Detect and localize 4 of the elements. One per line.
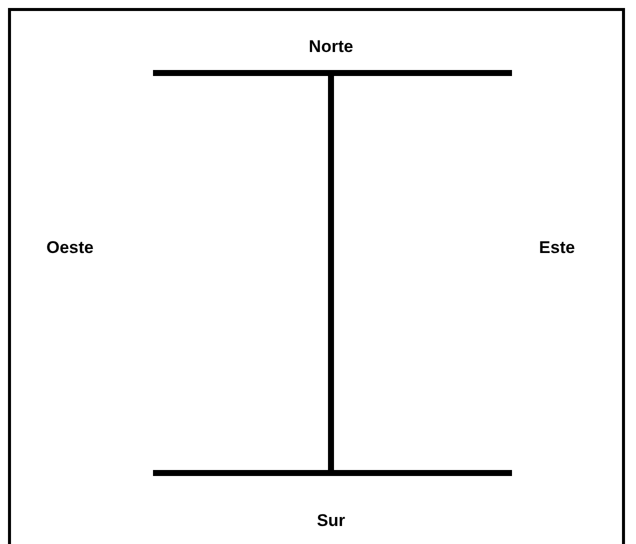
direction-label: Este [539, 238, 575, 258]
direction-label: Sur [316, 511, 346, 531]
direction-label: Norte [308, 37, 354, 57]
direction-label: Oeste [46, 238, 94, 258]
